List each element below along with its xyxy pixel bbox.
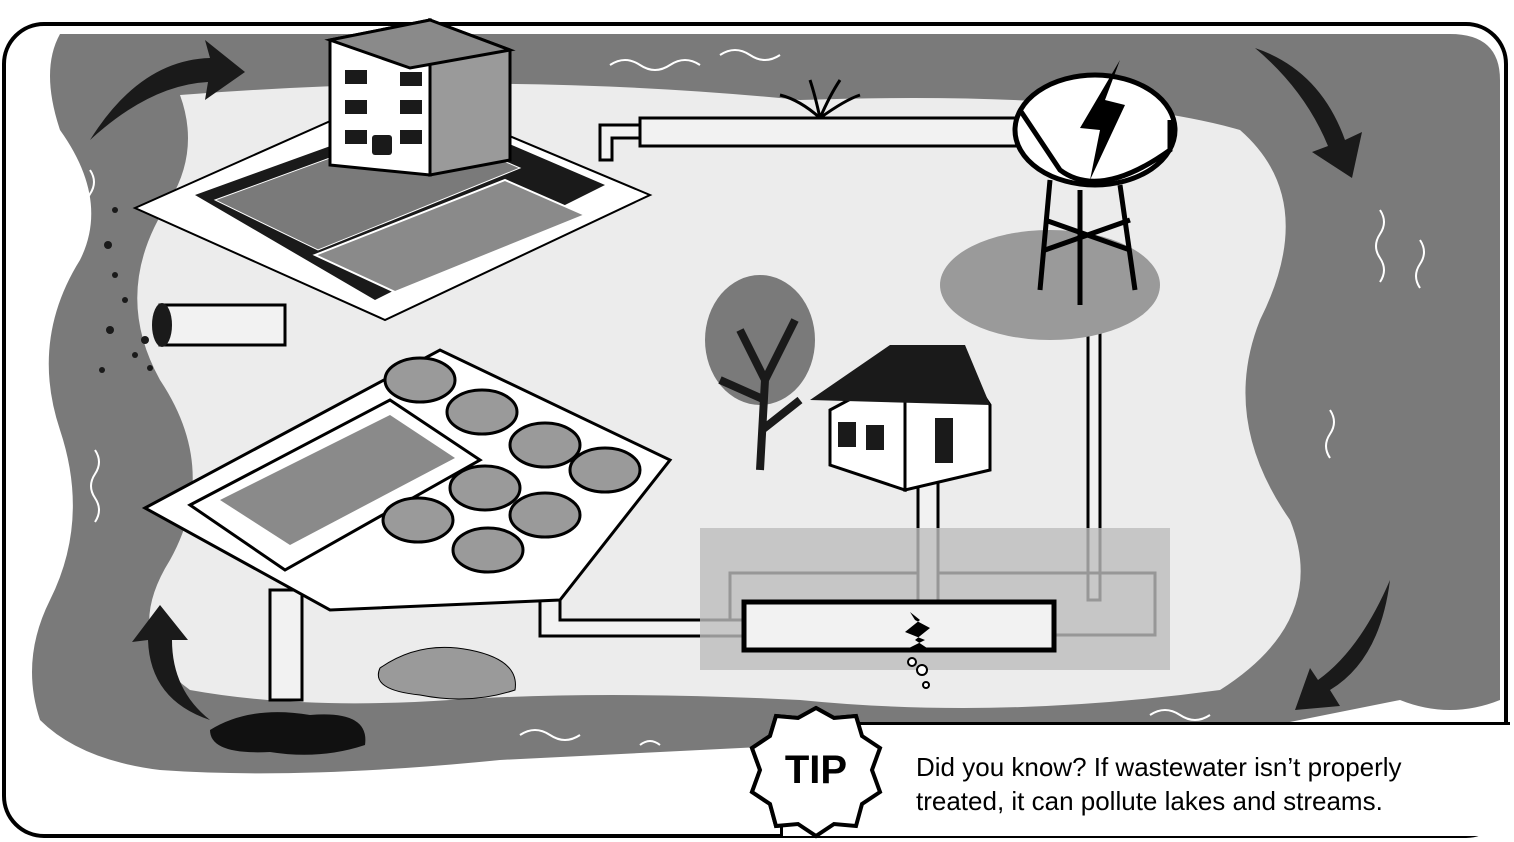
tip-text: Did you know? If wastewater isn’t proper…: [916, 750, 1476, 818]
tip-label: TIP: [748, 748, 884, 793]
tip-text-line-2: treated, it can pollute lakes and stream…: [916, 784, 1476, 818]
outfall-pipe-end: [152, 303, 172, 347]
tip-text-line-1: Did you know? If wastewater isn’t proper…: [916, 750, 1476, 784]
leaking-sewer-pipe: [744, 602, 1054, 650]
